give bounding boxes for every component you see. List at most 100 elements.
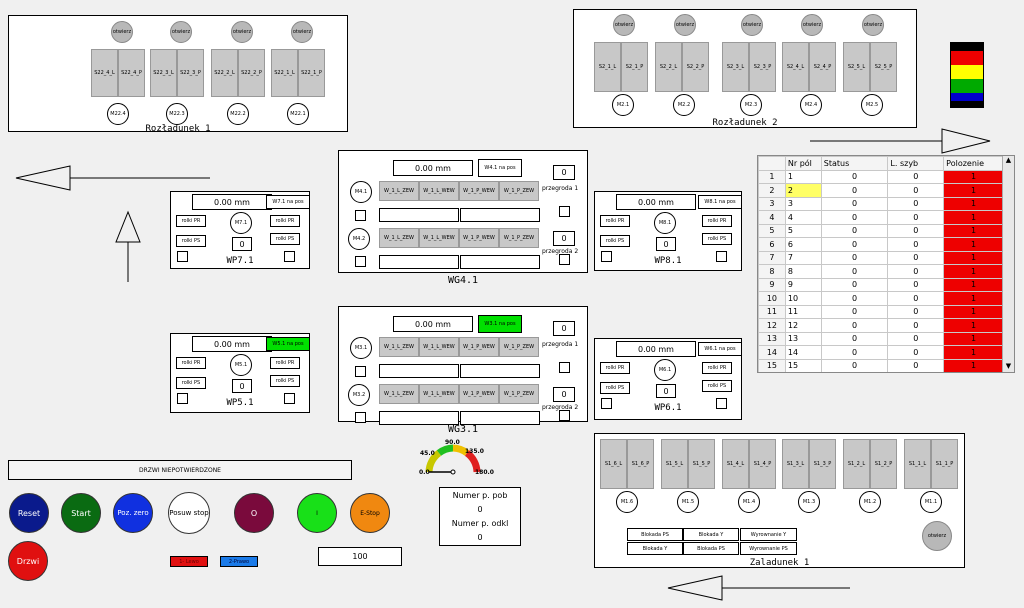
table-cell[interactable]: 0 [887, 264, 945, 279]
door-button[interactable]: Drzwi [8, 541, 48, 581]
checkbox[interactable] [177, 393, 188, 404]
open-button[interactable]: otwierz [291, 21, 313, 43]
column-header[interactable]: Status [820, 156, 889, 171]
table-cell[interactable]: 1 [943, 358, 1004, 372]
zero-position-button[interactable]: Poz. zero [113, 493, 153, 533]
table-cell[interactable]: 4 [784, 210, 822, 225]
table-cell[interactable]: 1 [943, 291, 1004, 306]
rollers-ps-left[interactable]: rolki PS [176, 235, 206, 247]
table-cell[interactable]: 1 [943, 304, 1004, 319]
column-header[interactable]: L. szyb [887, 156, 945, 171]
checkbox[interactable] [355, 256, 366, 267]
checkbox[interactable] [355, 210, 366, 221]
table-cell[interactable]: 0 [820, 237, 889, 252]
table-cell[interactable]: 0 [887, 291, 945, 306]
column-header[interactable]: Nr pól [784, 156, 822, 171]
table-cell[interactable]: 0 [820, 304, 889, 319]
table-cell[interactable]: 7 [758, 250, 786, 265]
checkbox[interactable] [601, 251, 612, 262]
rollers-pr-right[interactable]: rolki PR [270, 215, 300, 227]
table-cell[interactable]: 1 [943, 210, 1004, 225]
table-cell[interactable]: 0 [820, 196, 889, 211]
column-header[interactable] [758, 156, 786, 171]
table-cell[interactable]: 0 [820, 358, 889, 372]
rollers-pr-left[interactable]: rolki PR [176, 215, 206, 227]
start-button[interactable]: Start [61, 493, 101, 533]
table-cell[interactable]: 4 [758, 210, 786, 225]
open-button[interactable]: otwierz [922, 521, 952, 551]
checkbox[interactable] [355, 366, 366, 377]
checkbox[interactable] [284, 251, 295, 262]
rollers-pr-right[interactable]: rolki PR [702, 362, 732, 374]
rollers-pr-right[interactable]: rolki PR [270, 357, 300, 369]
table-cell[interactable]: 8 [784, 264, 822, 279]
table-cell[interactable]: 10 [758, 291, 786, 306]
blockade-field[interactable]: Wyrownanie Y [740, 528, 797, 541]
table-cell[interactable]: 0 [820, 169, 889, 184]
table-cell[interactable]: 1 [943, 277, 1004, 292]
table-cell[interactable]: 0 [887, 331, 945, 346]
open-button[interactable]: otwierz [801, 14, 823, 36]
checkbox[interactable] [177, 251, 188, 262]
table-cell[interactable]: 2 [784, 183, 822, 198]
i-button[interactable]: I [297, 493, 337, 533]
estop-button[interactable]: E-Stop [350, 493, 390, 533]
table-cell[interactable]: 14 [784, 345, 822, 360]
table-cell[interactable]: 6 [758, 237, 786, 252]
table-cell[interactable]: 11 [758, 304, 786, 319]
table-cell[interactable]: 0 [887, 183, 945, 198]
blockade-field[interactable]: Wyrownanie PS [740, 542, 797, 555]
table-cell[interactable]: 1 [943, 196, 1004, 211]
scroll-down-icon[interactable]: ▼ [1005, 362, 1012, 370]
table-cell[interactable]: 0 [820, 183, 889, 198]
checkbox[interactable] [559, 410, 570, 421]
rollers-ps-left[interactable]: rolki PS [176, 377, 206, 389]
rollers-ps-right[interactable]: rolki PS [270, 233, 300, 245]
column-header[interactable]: Polozenie [943, 156, 1004, 171]
blockade-field[interactable]: Blokada Y [683, 528, 739, 541]
table-cell[interactable]: 0 [820, 277, 889, 292]
table-cell[interactable]: 0 [820, 210, 889, 225]
table-cell[interactable]: 1 [784, 169, 822, 184]
table-cell[interactable]: 9 [784, 277, 822, 292]
checkbox[interactable] [355, 412, 366, 423]
table-cell[interactable]: 1 [943, 318, 1004, 333]
table-cell[interactable]: 1 [943, 250, 1004, 265]
table-cell[interactable]: 0 [887, 277, 945, 292]
blockade-field[interactable]: Blokada PS [683, 542, 739, 555]
table-cell[interactable]: 0 [820, 318, 889, 333]
table-cell[interactable]: 1 [943, 331, 1004, 346]
table-cell[interactable]: 0 [887, 196, 945, 211]
checkbox[interactable] [559, 254, 570, 265]
open-button[interactable]: otwierz [862, 14, 884, 36]
table-cell[interactable]: 1 [758, 169, 786, 184]
checkbox[interactable] [716, 398, 727, 409]
table-cell[interactable]: 0 [887, 210, 945, 225]
rollers-ps-left[interactable]: rolki PS [600, 382, 630, 394]
table-cell[interactable]: 6 [784, 237, 822, 252]
table-cell[interactable]: 13 [784, 331, 822, 346]
table-cell[interactable]: 0 [887, 304, 945, 319]
o-button[interactable]: O [234, 493, 274, 533]
open-button[interactable]: otwierz [674, 14, 696, 36]
checkbox[interactable] [284, 393, 295, 404]
checkbox[interactable] [559, 206, 570, 217]
reset-button[interactable]: Reset [9, 493, 49, 533]
rollers-pr-right[interactable]: rolki PR [702, 215, 732, 227]
table-cell[interactable]: 11 [784, 304, 822, 319]
table-cell[interactable]: 5 [758, 223, 786, 238]
table-cell[interactable]: 1 [943, 237, 1004, 252]
table-cell[interactable]: 15 [758, 358, 786, 372]
rollers-ps-right[interactable]: rolki PS [702, 233, 732, 245]
table-cell[interactable]: 5 [784, 223, 822, 238]
